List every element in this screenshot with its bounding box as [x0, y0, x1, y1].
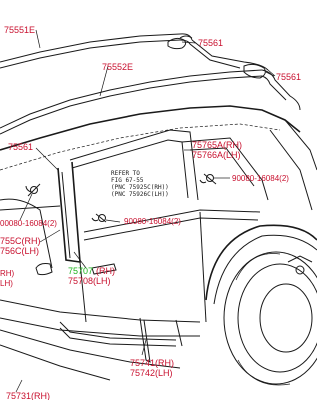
part-label-lh-fragment: LH): [0, 279, 13, 288]
part-label-75708: 75708(LH): [68, 276, 111, 286]
part-label-rh-fragment: RH): [0, 269, 15, 278]
part-label-90080-right: 90080-16084(2): [232, 174, 289, 183]
part-labels: 75551E 75561 75552E 75561 75561 75765A(R…: [0, 25, 301, 400]
note-line-4: (PNC 75926C(LH)): [111, 191, 169, 198]
part-label-75552e: 75552E: [102, 62, 133, 72]
note-line-3: (PNC 75925C(RH)): [111, 184, 169, 191]
part-label-75707-side: (RH): [96, 266, 115, 276]
note-line-1: REFER TO: [111, 170, 140, 177]
part-label-75741: 75741(RH): [130, 358, 174, 368]
part-label-756c: 756C(LH): [0, 246, 39, 256]
part-label-90080-center: 90080-16084(2): [124, 217, 181, 226]
vehicle-body: [0, 105, 317, 381]
clip-icon-center: [91, 213, 107, 223]
leader-lines: [15, 29, 275, 393]
part-label-75551e: 75551E: [4, 25, 35, 35]
reference-note: REFER TO FIG 67-55 (PNC 75925C(RH)) (PNC…: [111, 170, 169, 198]
part-label-90080-left: 00080-16084(2): [0, 219, 57, 228]
rail-end-cap-top: [167, 35, 193, 50]
part-label-75707: 75707: [68, 266, 93, 276]
part-label-75766a: 75766A(LH): [192, 150, 241, 160]
door-mouldings: [59, 317, 183, 363]
rear-wheel: [205, 224, 317, 386]
part-label-75765a: 75765A(RH): [192, 140, 242, 150]
rail-end-cap-right: [243, 63, 266, 79]
clip-icon-left: [25, 183, 41, 197]
roof-rack-rail-upper: [0, 33, 276, 77]
part-label-75561-right: 75561: [276, 72, 301, 82]
part-label-75742: 75742(LH): [130, 368, 173, 378]
note-line-2: FIG 67-55: [111, 177, 144, 184]
part-label-75731: 75731(RH): [6, 391, 50, 400]
clip-icon-right: [199, 173, 217, 185]
part-label-75561-top: 75561: [198, 38, 223, 48]
roof-rack-rail-lower: [0, 69, 301, 135]
part-label-75561-left: 75561: [8, 142, 33, 152]
part-label-755c: 755C(RH): [0, 236, 41, 246]
